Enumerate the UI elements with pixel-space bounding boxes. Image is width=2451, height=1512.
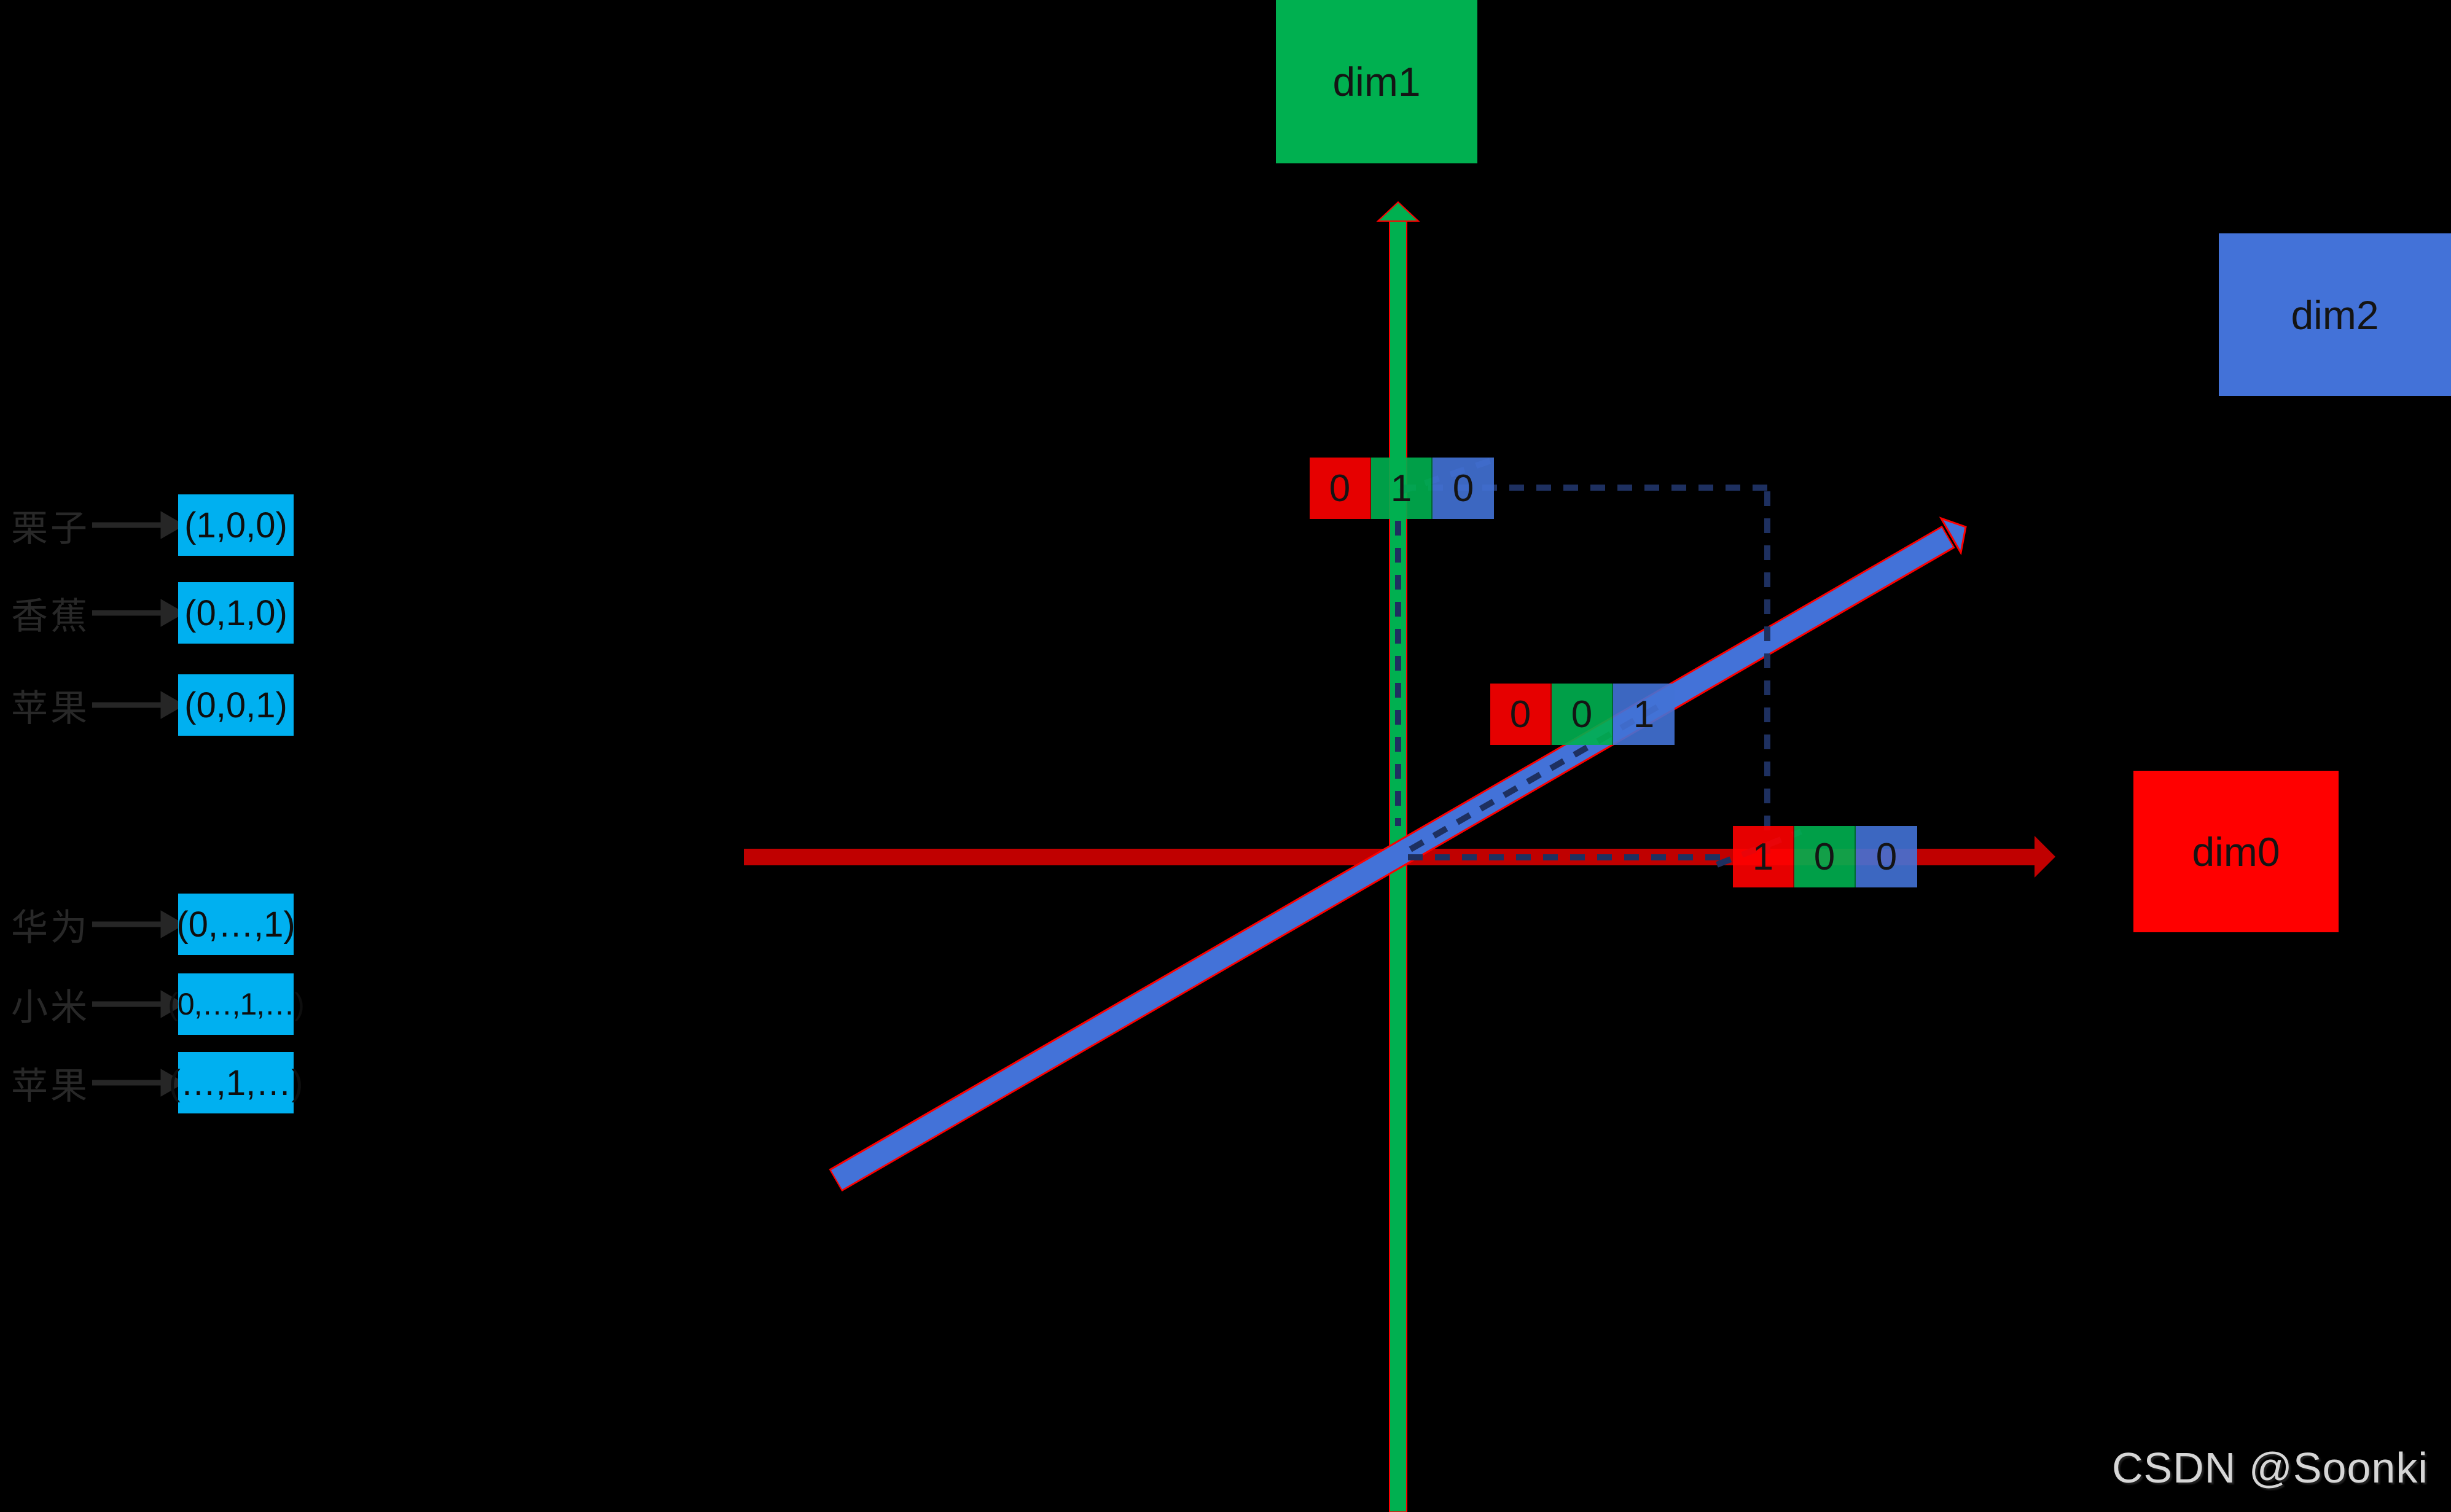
dim2-axis — [829, 516, 1967, 1192]
mapping-word-label: 栗子 — [11, 507, 90, 549]
mapping-vector-box: (0,1,0) — [178, 582, 294, 644]
mapping-arrowhead-icon — [160, 990, 186, 1018]
one-hot-triplet-100: 1 0 0 — [1733, 826, 1917, 887]
mapping-vector-box: (1,0,0) — [178, 494, 294, 556]
csdn-watermark: CSDN @Soonki — [2112, 1444, 2428, 1492]
dim2-axis-shaft — [831, 528, 1953, 1190]
one-hot-triplet-010: 0 1 0 — [1310, 458, 1494, 519]
dim2-axis-label: dim2 — [2291, 292, 2379, 338]
dim2-axis-label-box: dim2 — [2219, 233, 2451, 396]
mapping-arrowhead-icon — [160, 511, 186, 539]
triplet-cell-green: 1 — [1371, 458, 1433, 519]
mapping-arrowhead-icon — [160, 599, 186, 627]
mapping-vector-box: (0,…,1) — [176, 894, 295, 955]
mapping-vector-box: (0,…,1,…) — [168, 973, 305, 1035]
dim2-axis-arrowhead-icon — [1939, 516, 1967, 556]
triplet-cell-blue: 0 — [1433, 458, 1494, 519]
triplet-cell-red: 0 — [1310, 458, 1371, 519]
dim1-axis-label-box: dim1 — [1276, 0, 1477, 163]
mapping-word-label: 苹果 — [11, 1065, 90, 1107]
triplet-cell-red: 1 — [1733, 826, 1794, 887]
dim1-axis-label: dim1 — [1332, 59, 1421, 104]
mapping-vector-box: (0,0,1) — [178, 674, 294, 736]
triplet-cell-red: 0 — [1490, 684, 1552, 745]
dim0-axis-arrowhead-icon — [2035, 836, 2055, 878]
dim1-axis-arrowhead-icon — [1376, 201, 1420, 222]
triplet-cell-blue: 0 — [1856, 826, 1917, 887]
dashed-line-dim2-axis — [1409, 703, 1660, 852]
mapping-word-label: 香蕉 — [11, 595, 90, 637]
mapping-vector-box: (…,1,…) — [168, 1052, 303, 1113]
dim0-axis-label-box: dim0 — [2133, 771, 2339, 932]
mapping-arrows — [92, 511, 186, 1097]
mapping-word-label: 苹果 — [11, 687, 90, 729]
triplet-cell-green: 0 — [1794, 826, 1856, 887]
mapping-arrowhead-icon — [160, 1069, 186, 1097]
one-hot-triplet-001: 0 0 1 — [1490, 684, 1675, 745]
mapping-arrowhead-icon — [160, 910, 186, 938]
triplet-cell-blue: 1 — [1613, 684, 1675, 745]
mapping-word-label: 华为 — [11, 906, 90, 948]
triplet-cell-green: 0 — [1552, 684, 1613, 745]
mapping-word-label: 小米 — [11, 986, 90, 1028]
mapping-arrowhead-icon — [160, 691, 186, 719]
dim0-axis-label: dim0 — [2192, 828, 2280, 875]
